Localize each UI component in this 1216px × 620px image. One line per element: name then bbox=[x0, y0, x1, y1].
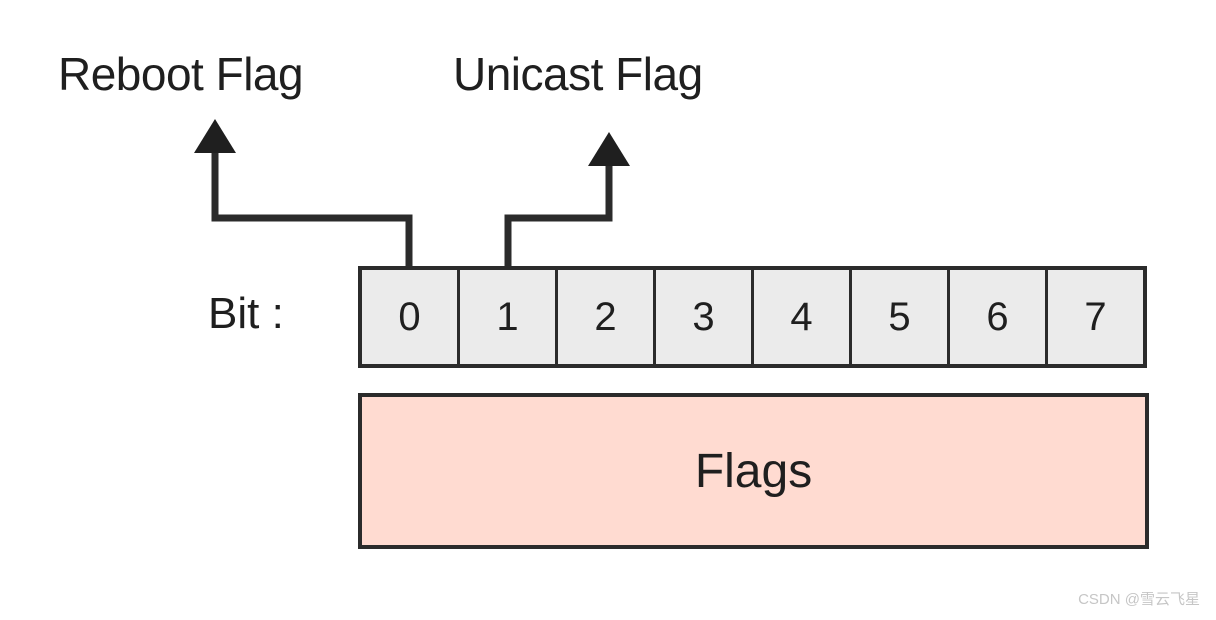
flags-field-label: Flags bbox=[694, 444, 813, 498]
bit-cell-6[interactable]: 6 bbox=[950, 270, 1048, 364]
bit-row: 0 1 2 3 4 5 6 7 bbox=[358, 266, 1147, 368]
bit-cell-4[interactable]: 4 bbox=[754, 270, 852, 364]
flags-field-box: Flags bbox=[358, 393, 1149, 549]
bit-axis-label: Bit : bbox=[208, 289, 284, 338]
bit-cell-5[interactable]: 5 bbox=[852, 270, 950, 364]
bit-cell-1[interactable]: 1 bbox=[460, 270, 558, 364]
reboot-flag-arrowhead bbox=[194, 119, 236, 153]
reboot-flag-label: Reboot Flag bbox=[58, 48, 304, 100]
bit-cell-7[interactable]: 7 bbox=[1048, 270, 1143, 364]
bit-cell-3[interactable]: 3 bbox=[656, 270, 754, 364]
bit-cell-2[interactable]: 2 bbox=[558, 270, 656, 364]
unicast-flag-connector bbox=[504, 132, 630, 266]
unicast-flag-arrowhead bbox=[588, 132, 630, 166]
reboot-flag-connector bbox=[194, 119, 413, 266]
watermark: CSDN @雪云飞星 bbox=[1078, 591, 1200, 608]
unicast-flag-label: Unicast Flag bbox=[453, 48, 703, 100]
bit-cell-0[interactable]: 0 bbox=[362, 270, 460, 364]
